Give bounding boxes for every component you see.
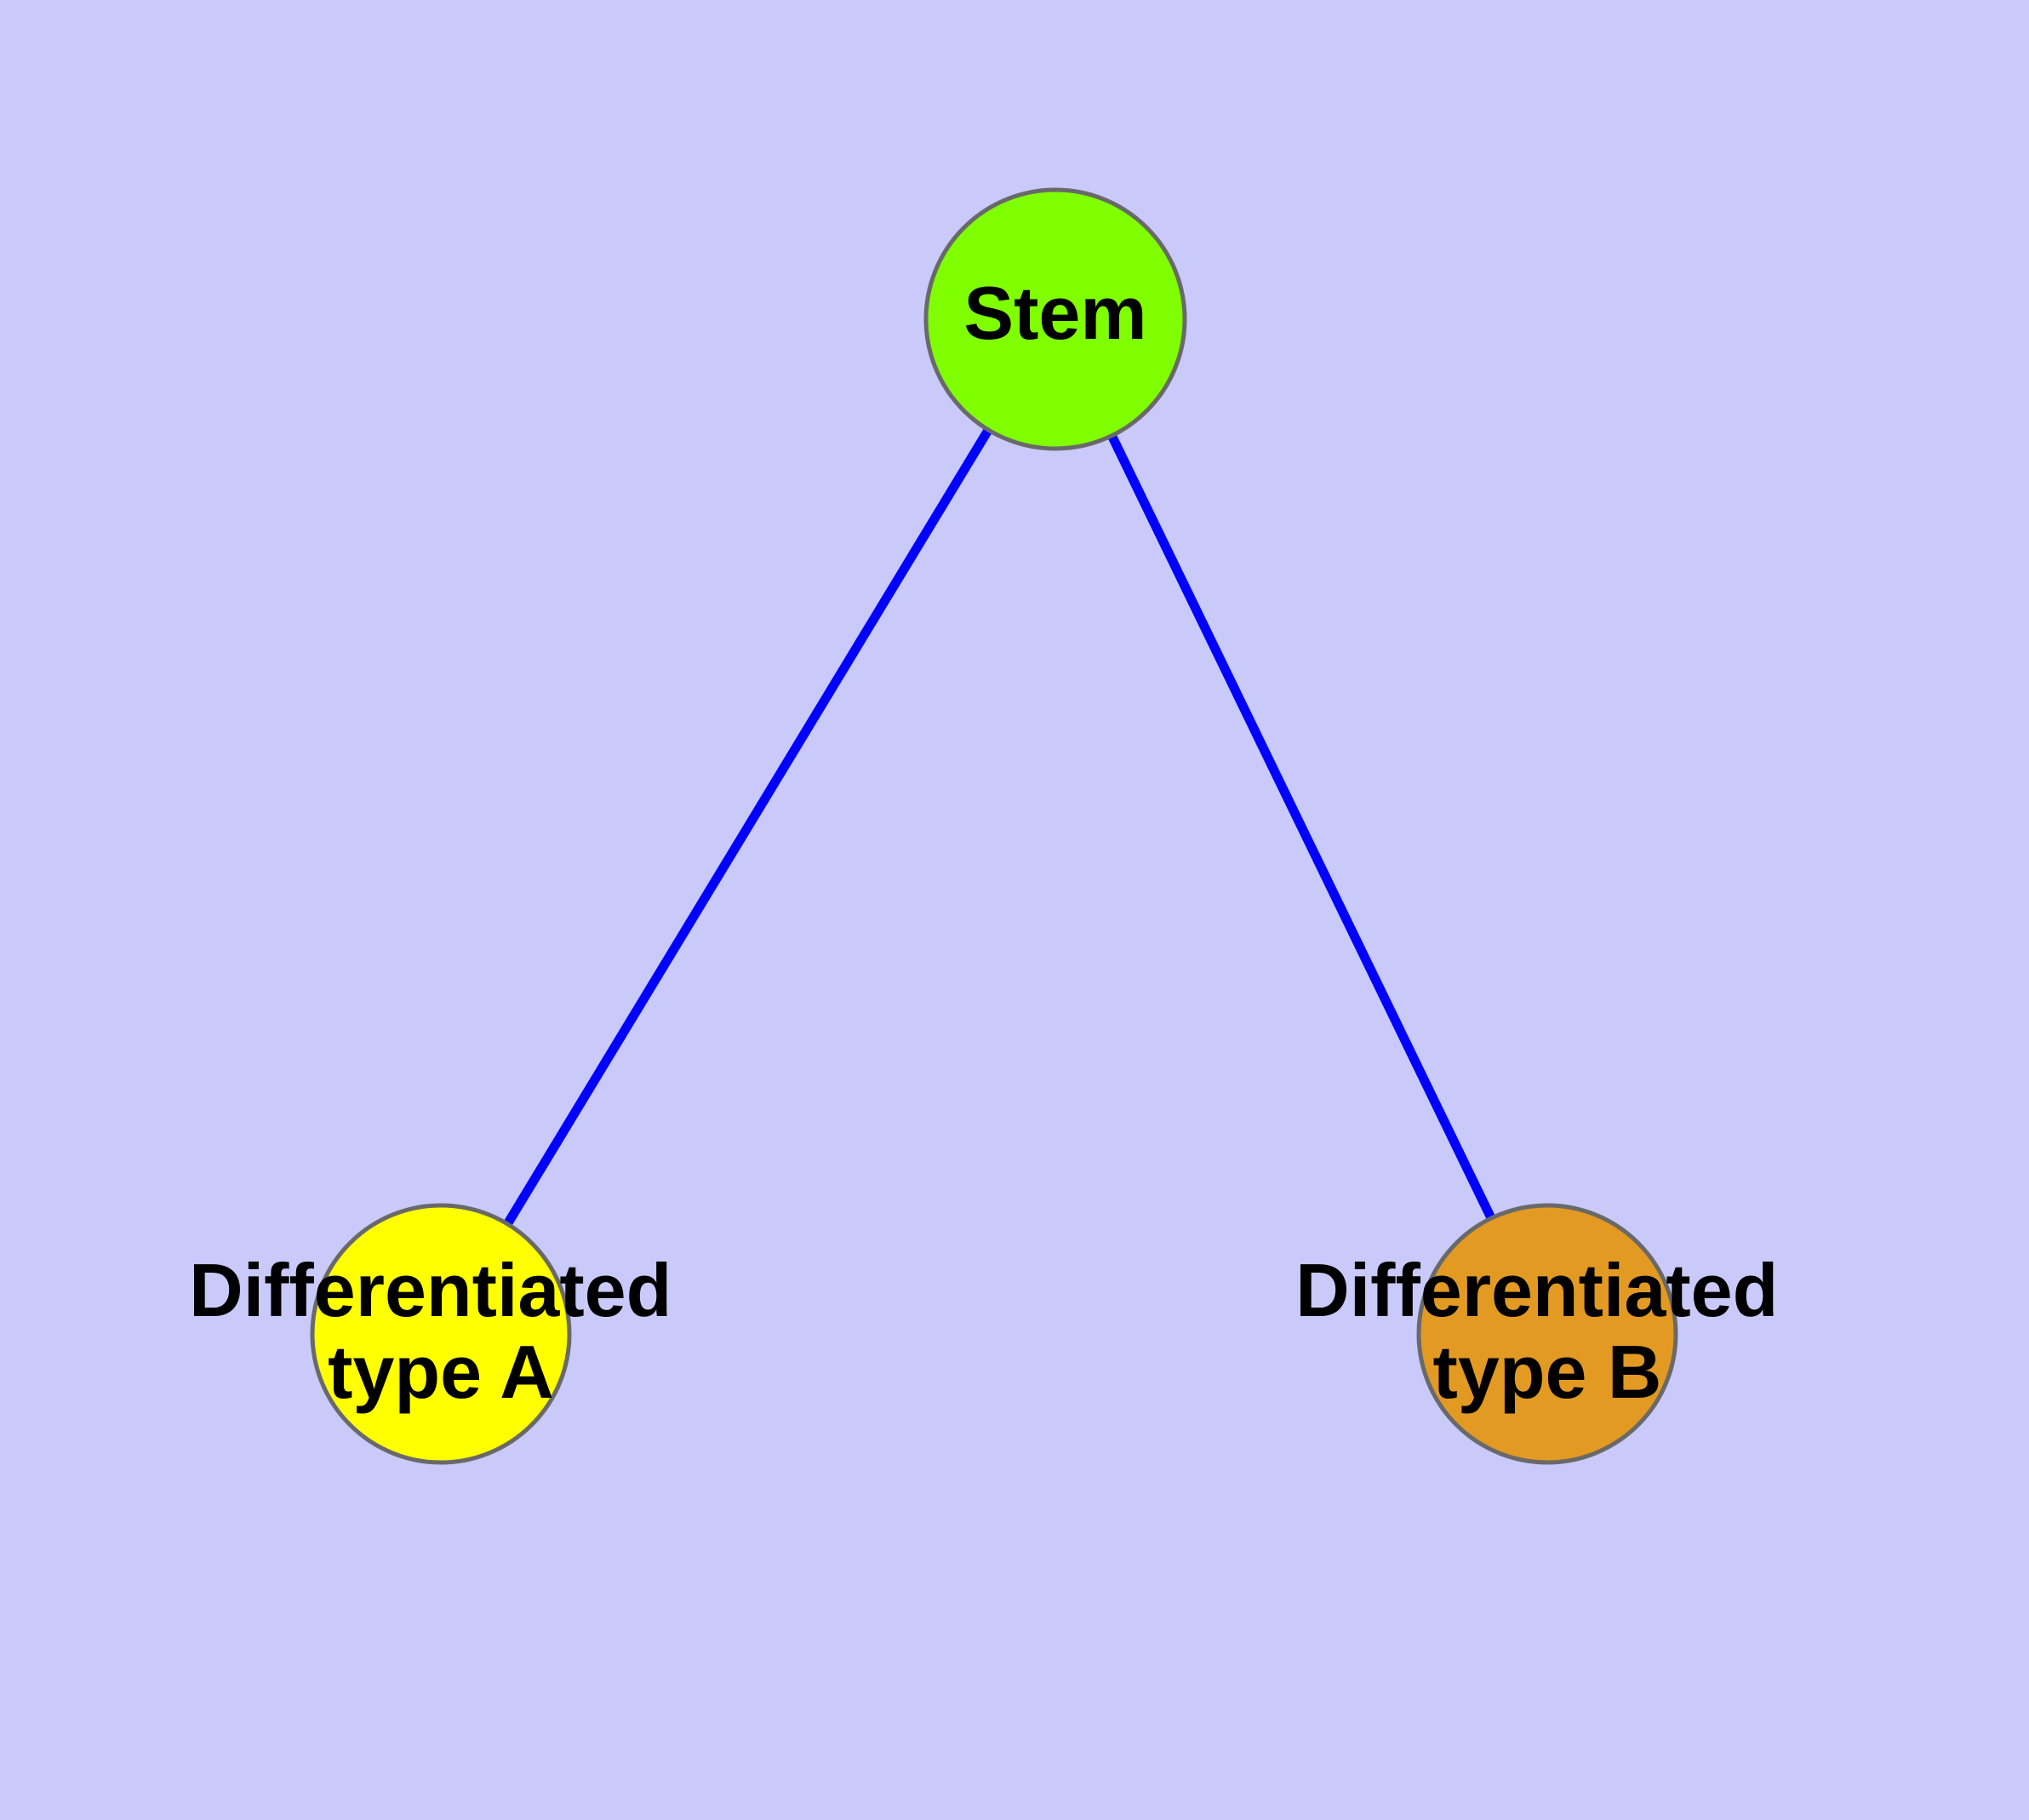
node-differentiated-type-a[interactable] [310,1203,572,1465]
node-stem[interactable] [923,187,1187,451]
nodes-layer [310,187,1678,1465]
node-differentiated-type-b[interactable] [1416,1203,1678,1465]
edge-stem-to-differentiated-type-b[interactable] [1051,317,1552,1336]
node-differentiated-type-b-circle[interactable] [1416,1203,1678,1465]
edge-stem-to-differentiated-type-a[interactable] [437,317,1060,1336]
node-differentiated-type-a-label-line-1: Differentiated [189,1248,672,1332]
labels-layer: Stem Differentiated type A Differentiate… [189,271,1799,1414]
node-stem-label: Stem [963,271,1146,355]
node-stem-circle[interactable] [923,187,1187,451]
node-differentiated-type-a-circle[interactable] [310,1203,572,1465]
node-differentiated-type-b-label: Differentiated type B [1295,1248,1799,1414]
node-stem-label-line-1: Stem [963,271,1146,355]
edges-layer [437,317,1552,1336]
node-differentiated-type-a-label: Differentiated type A [189,1248,693,1414]
node-differentiated-type-b-label-line-2: type B [1433,1330,1662,1414]
node-differentiated-type-a-label-line-2: type A [328,1330,554,1414]
node-differentiated-type-b-label-line-1: Differentiated [1295,1248,1778,1332]
